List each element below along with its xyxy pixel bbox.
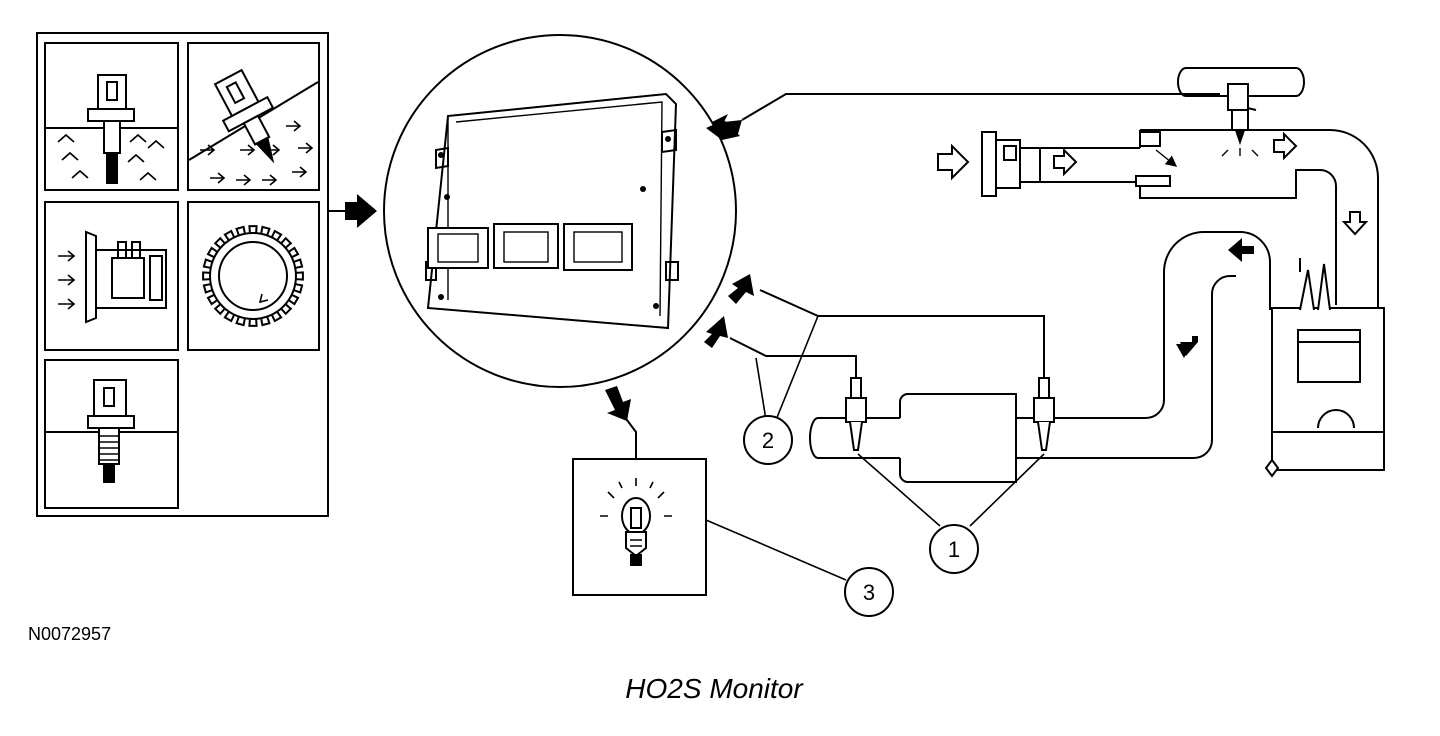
module-to-lamp-arrow — [605, 386, 637, 458]
malfunction-indicator-lamp-icon — [572, 458, 707, 596]
crankshaft-trigger-wheel-icon — [202, 225, 304, 327]
reference-code: N0072957 — [28, 624, 111, 644]
trigger-wheel-tooth — [270, 229, 283, 241]
trigger-wheel-tooth — [295, 271, 304, 281]
trigger-wheel-tooth — [206, 293, 218, 306]
trigger-wheel-tooth — [248, 318, 258, 327]
trigger-wheel-tooth — [280, 303, 293, 316]
callout-1-label: 1 — [948, 537, 960, 562]
figure-caption: HO2S Monitor — [625, 673, 804, 704]
trigger-wheel-tooth — [260, 225, 271, 236]
threaded-sensor-icon — [46, 379, 177, 483]
callout-2-label: 2 — [762, 428, 774, 453]
panel-to-module-arrow — [328, 194, 377, 228]
mass-air-flow-sensor-icon — [58, 230, 167, 324]
trigger-wheel-tooth — [223, 311, 236, 323]
trigger-wheel-tooth — [213, 303, 226, 316]
trigger-wheel-tooth — [235, 225, 246, 236]
angled-sensor-icon — [188, 68, 319, 186]
sensor-input-panel — [36, 32, 329, 517]
callout-leaders — [705, 315, 1045, 581]
engine-intake-exhaust-system-icon — [729, 67, 1385, 483]
trigger-wheel-tooth — [288, 246, 300, 259]
trigger-wheel-tooth — [288, 293, 300, 306]
trigger-wheel-tooth — [293, 258, 304, 269]
trigger-wheel-tooth — [280, 236, 293, 249]
signal-arrows — [704, 114, 1254, 358]
trigger-wheel-tooth — [202, 271, 211, 281]
trigger-wheel-tooth — [293, 283, 304, 294]
trigger-wheel-tooth — [206, 246, 218, 259]
callout-3: 3 — [844, 567, 894, 617]
trigger-wheel-tooth — [248, 225, 258, 234]
trigger-wheel-tooth — [202, 283, 213, 294]
trigger-wheel-tooth — [223, 229, 236, 241]
coolant-temperature-sensor-icon — [46, 74, 177, 184]
powertrain-control-module-icon — [383, 34, 737, 388]
trigger-wheel-tooth — [270, 311, 283, 323]
trigger-wheel-tooth — [260, 316, 271, 327]
callout-1: 1 — [929, 524, 979, 574]
callout-3-label: 3 — [863, 580, 875, 605]
trigger-wheel-tooth — [202, 258, 213, 269]
trigger-wheel-tooth — [235, 316, 246, 327]
trigger-wheel-tooth — [213, 236, 226, 249]
callout-2: 2 — [743, 415, 793, 465]
